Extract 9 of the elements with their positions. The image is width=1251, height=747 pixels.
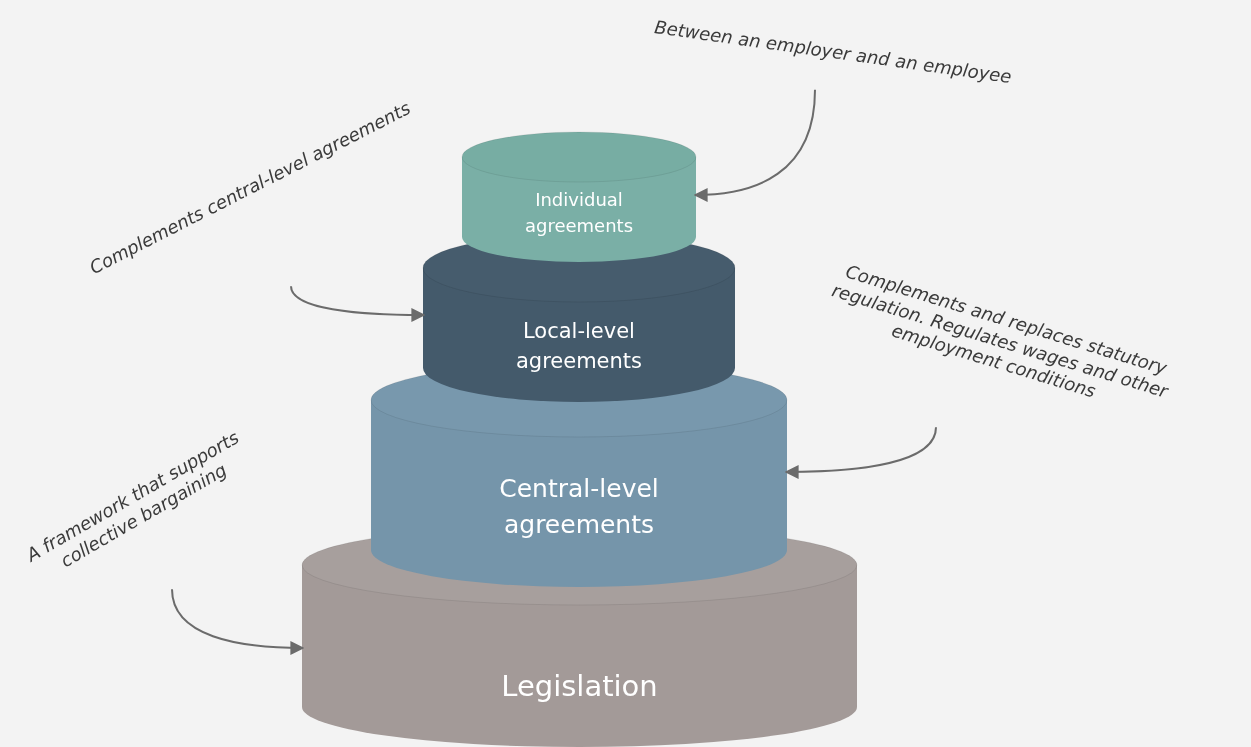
- curved-arrow: [784, 426, 937, 479]
- tier-label: Legislation: [500, 668, 659, 705]
- tier-label: Central-level agreements: [498, 473, 660, 542]
- curved-arrow: [693, 88, 816, 202]
- curved-arrow: [171, 588, 305, 655]
- tier-label: Local-level agreements: [514, 318, 644, 376]
- annotation-text: Between an employer and an employee: [623, 11, 1043, 92]
- tier-label: Individual agreements: [523, 188, 635, 239]
- curved-arrow: [290, 285, 426, 322]
